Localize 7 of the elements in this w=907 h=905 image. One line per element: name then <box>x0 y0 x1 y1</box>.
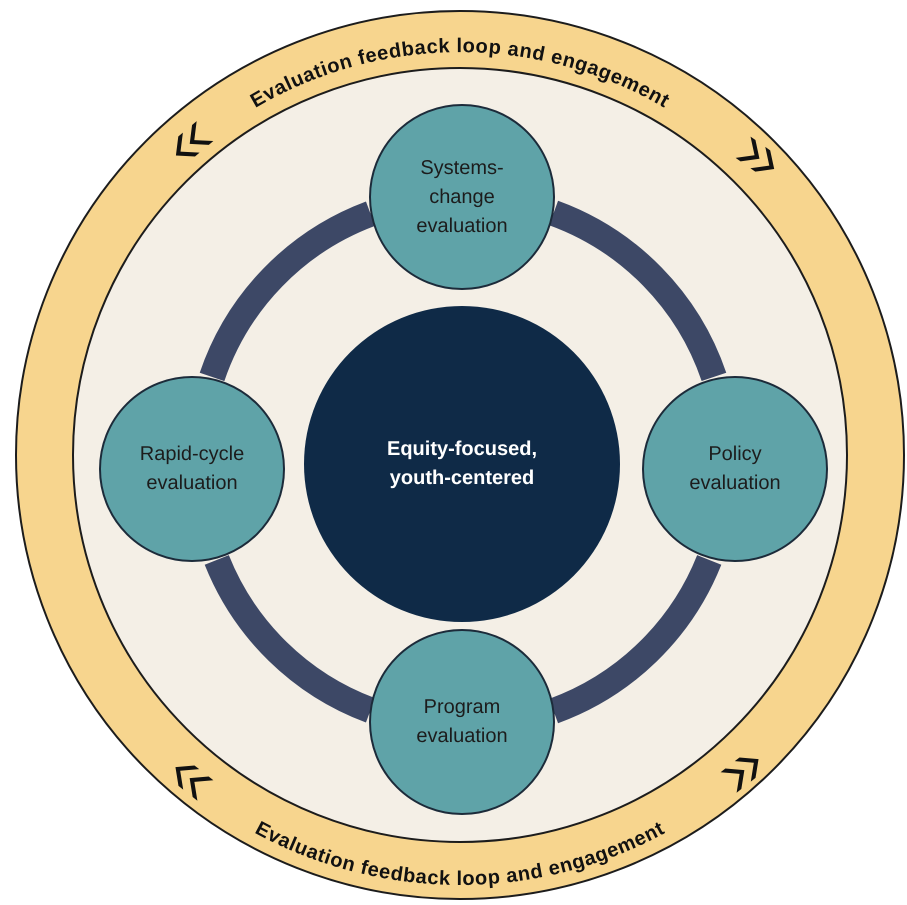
ring-connector <box>200 202 376 382</box>
ring-connector <box>548 201 726 382</box>
stage-label: Program evaluation <box>415 695 509 749</box>
stage-label: Rapid-cycle evaluation <box>138 442 246 496</box>
stage-label: Policy evaluation <box>688 442 782 496</box>
center-label: Equity-focused, youth-centered <box>386 437 538 491</box>
stage-label: Systems-change evaluation <box>415 156 509 238</box>
